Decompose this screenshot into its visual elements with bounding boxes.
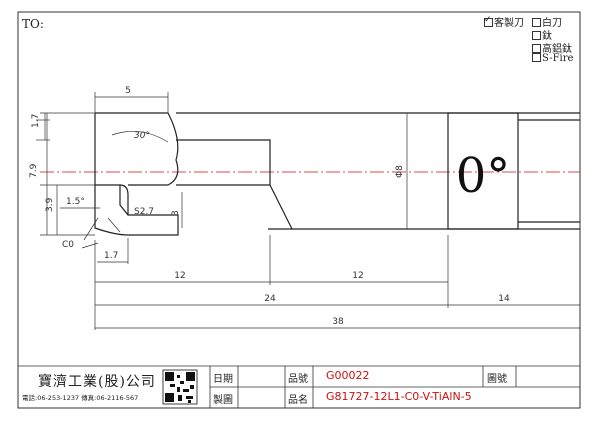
dim-height-3: 3 [171, 210, 181, 216]
drawn-label: 製圖 [213, 395, 233, 406]
dim-len-12a: 12 [174, 271, 185, 281]
coating-option-white[interactable]: 白刀 [532, 14, 562, 29]
dim-len-38: 38 [332, 317, 344, 327]
dim-side-17: 1.7 [31, 114, 41, 128]
dimension-lines [36, 92, 580, 330]
part-no-value: G00022 [326, 369, 370, 382]
dim-len-14: 14 [498, 294, 510, 304]
checkbox-checked-icon[interactable] [484, 15, 493, 27]
checkbox-icon[interactable] [532, 44, 541, 53]
qr-code [162, 369, 198, 405]
company-contact: 電話:06-253-1237 傳真:06-2116-567 [22, 394, 139, 402]
checkbox-icon[interactable] [532, 18, 541, 27]
dim-angle-30: 30° [134, 131, 150, 141]
dimension-texts: 5 1.7 30° 7.9 3.9 1.5° S2.7 3 C0 1.7 Φ8 … [29, 86, 510, 327]
part-name-label: 品名 [288, 395, 308, 406]
coating-option-altin[interactable]: 高鋁鈦 [532, 40, 572, 55]
dim-bottom-17: 1.7 [104, 251, 118, 261]
sheet-border [17, 11, 581, 409]
dim-chamfer: C0 [62, 240, 74, 250]
checkbox-icon[interactable] [532, 31, 541, 40]
dim-radius: S2.7 [134, 207, 154, 217]
date-label: 日期 [213, 374, 233, 385]
dim-height-79: 7.9 [29, 163, 39, 178]
checkbox-icon[interactable] [532, 53, 541, 62]
angle-mark: 0° [456, 148, 511, 204]
dim-len-24: 24 [264, 294, 276, 304]
to-label: TO: [22, 17, 44, 31]
dim-height-39: 3.9 [45, 197, 55, 212]
part-name-value: G81727-12L1-C0-V-TiAlN-5 [326, 390, 472, 403]
dim-len-12b: 12 [352, 271, 363, 281]
tool-outline [94, 112, 580, 236]
coating-option-ti[interactable]: 鈦 [532, 27, 552, 42]
part-no-label: 品號 [288, 374, 308, 385]
coating-option-custom[interactable]: 客製刀 [484, 14, 524, 29]
drawing-no-label: 圖號 [487, 374, 507, 385]
company-name: 寶濟工業(股)公司 [38, 374, 156, 390]
title-block-grid [18, 365, 580, 408]
dim-top-5: 5 [125, 86, 131, 96]
dim-angle-15: 1.5° [66, 197, 85, 207]
coating-option-sfire[interactable]: S-Fire [532, 53, 573, 64]
dim-dia-8: Φ8 [395, 165, 405, 178]
